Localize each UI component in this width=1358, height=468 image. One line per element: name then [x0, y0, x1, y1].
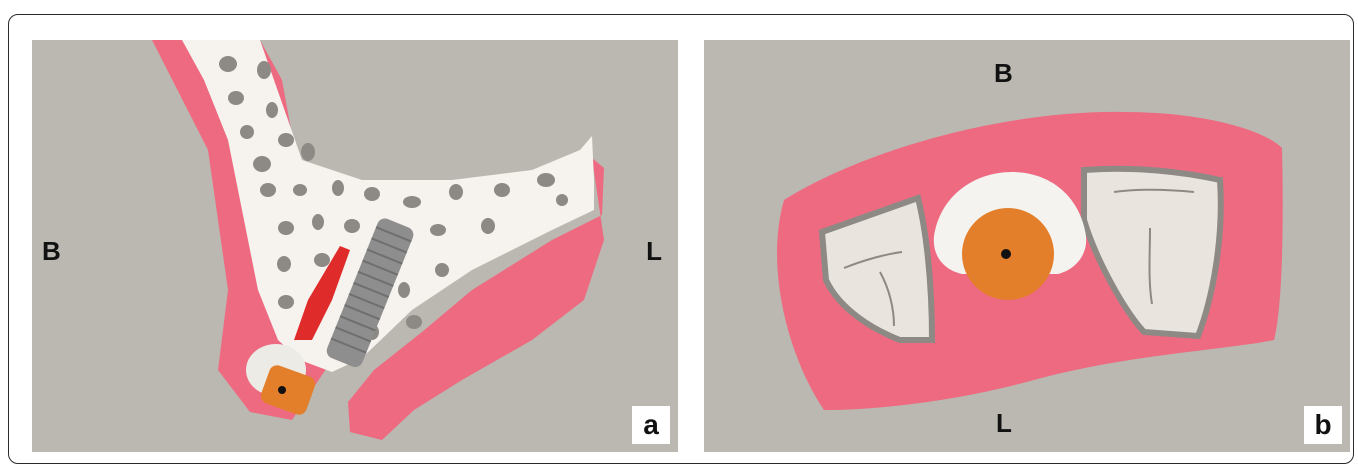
panel-letter-a: a — [632, 406, 670, 444]
occlusal-illustration — [704, 40, 1350, 452]
lingual-label-right: L — [646, 238, 662, 264]
cap-screw — [278, 386, 286, 394]
lingual-label-bottom: L — [996, 410, 1012, 436]
buccal-label-top: B — [994, 60, 1013, 86]
panel-b-occlusal-view: B L b — [704, 40, 1350, 452]
panel-a-cross-section: B L a — [32, 40, 678, 452]
buccal-label-left: B — [42, 238, 61, 264]
cap-screw — [1001, 249, 1011, 259]
panel-letter-b: b — [1304, 406, 1342, 444]
cross-section-illustration — [32, 40, 678, 452]
